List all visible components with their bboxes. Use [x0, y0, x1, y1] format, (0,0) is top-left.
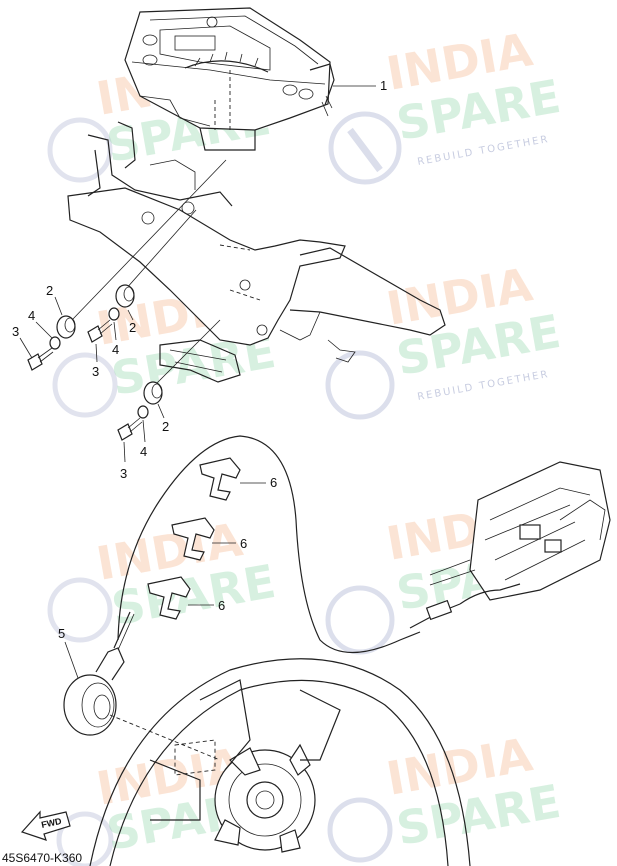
washer [108, 307, 120, 321]
callout-5: 5 [58, 626, 65, 641]
install-line [71, 159, 227, 321]
callout-4: 4 [28, 308, 35, 323]
leader-4 [142, 419, 146, 443]
callout-3: 3 [12, 324, 19, 339]
diagram-code: 45S6470-K360 [2, 851, 82, 865]
cable-end [113, 611, 131, 649]
watermark-bottom: INDIA SPARE [327, 727, 564, 863]
install-line [151, 319, 221, 389]
watermark-left-lower: INDIA SPARE [47, 512, 279, 643]
screw [87, 319, 113, 343]
callout-4: 4 [112, 342, 119, 357]
washer [137, 405, 149, 419]
callout-3: 3 [92, 364, 99, 379]
cable-clamp [171, 517, 215, 561]
callout-2: 2 [46, 283, 53, 298]
fwd-label: FWD [40, 816, 63, 830]
leader-4 [35, 321, 53, 339]
washer [49, 336, 61, 350]
callout-6: 6 [270, 475, 277, 490]
install-line [109, 714, 221, 761]
callout-3: 3 [120, 466, 127, 481]
fwd-arrow-icon: FWD [20, 810, 71, 841]
screw [27, 347, 54, 371]
leader-2 [54, 296, 63, 316]
callout-6: 6 [240, 536, 247, 551]
install-line [124, 209, 197, 291]
meter-assembly [124, 7, 335, 151]
callout-2: 2 [162, 419, 169, 434]
screw [117, 417, 143, 441]
grommet [56, 315, 76, 339]
leader-2 [157, 403, 165, 419]
speedometer-cable [117, 435, 421, 654]
leader-2 [127, 309, 134, 321]
watermark-mid: INDIA SPARE REBUILD TOGETHER [325, 257, 564, 420]
speedometer-gear-unit [63, 647, 125, 736]
leader-3 [123, 441, 126, 463]
grommet [115, 284, 135, 308]
callout-1: 1 [380, 78, 387, 93]
leader-3 [95, 343, 98, 363]
callout-2: 2 [129, 320, 136, 335]
wire-harness [409, 461, 611, 629]
leader-3 [19, 337, 33, 359]
watermark-wrench-icon [328, 111, 402, 185]
callout-6: 6 [218, 598, 225, 613]
leader-5 [64, 641, 79, 679]
cable-clamp [147, 576, 191, 620]
leader-4 [113, 321, 117, 341]
callout-4: 4 [140, 444, 147, 459]
cable-clamp [199, 457, 241, 501]
watermark-top: INDIA SPARE REBUILD TOGETHER [328, 22, 564, 185]
meter-bracket [67, 121, 446, 383]
front-wheel [89, 658, 471, 866]
grommet [143, 381, 163, 405]
